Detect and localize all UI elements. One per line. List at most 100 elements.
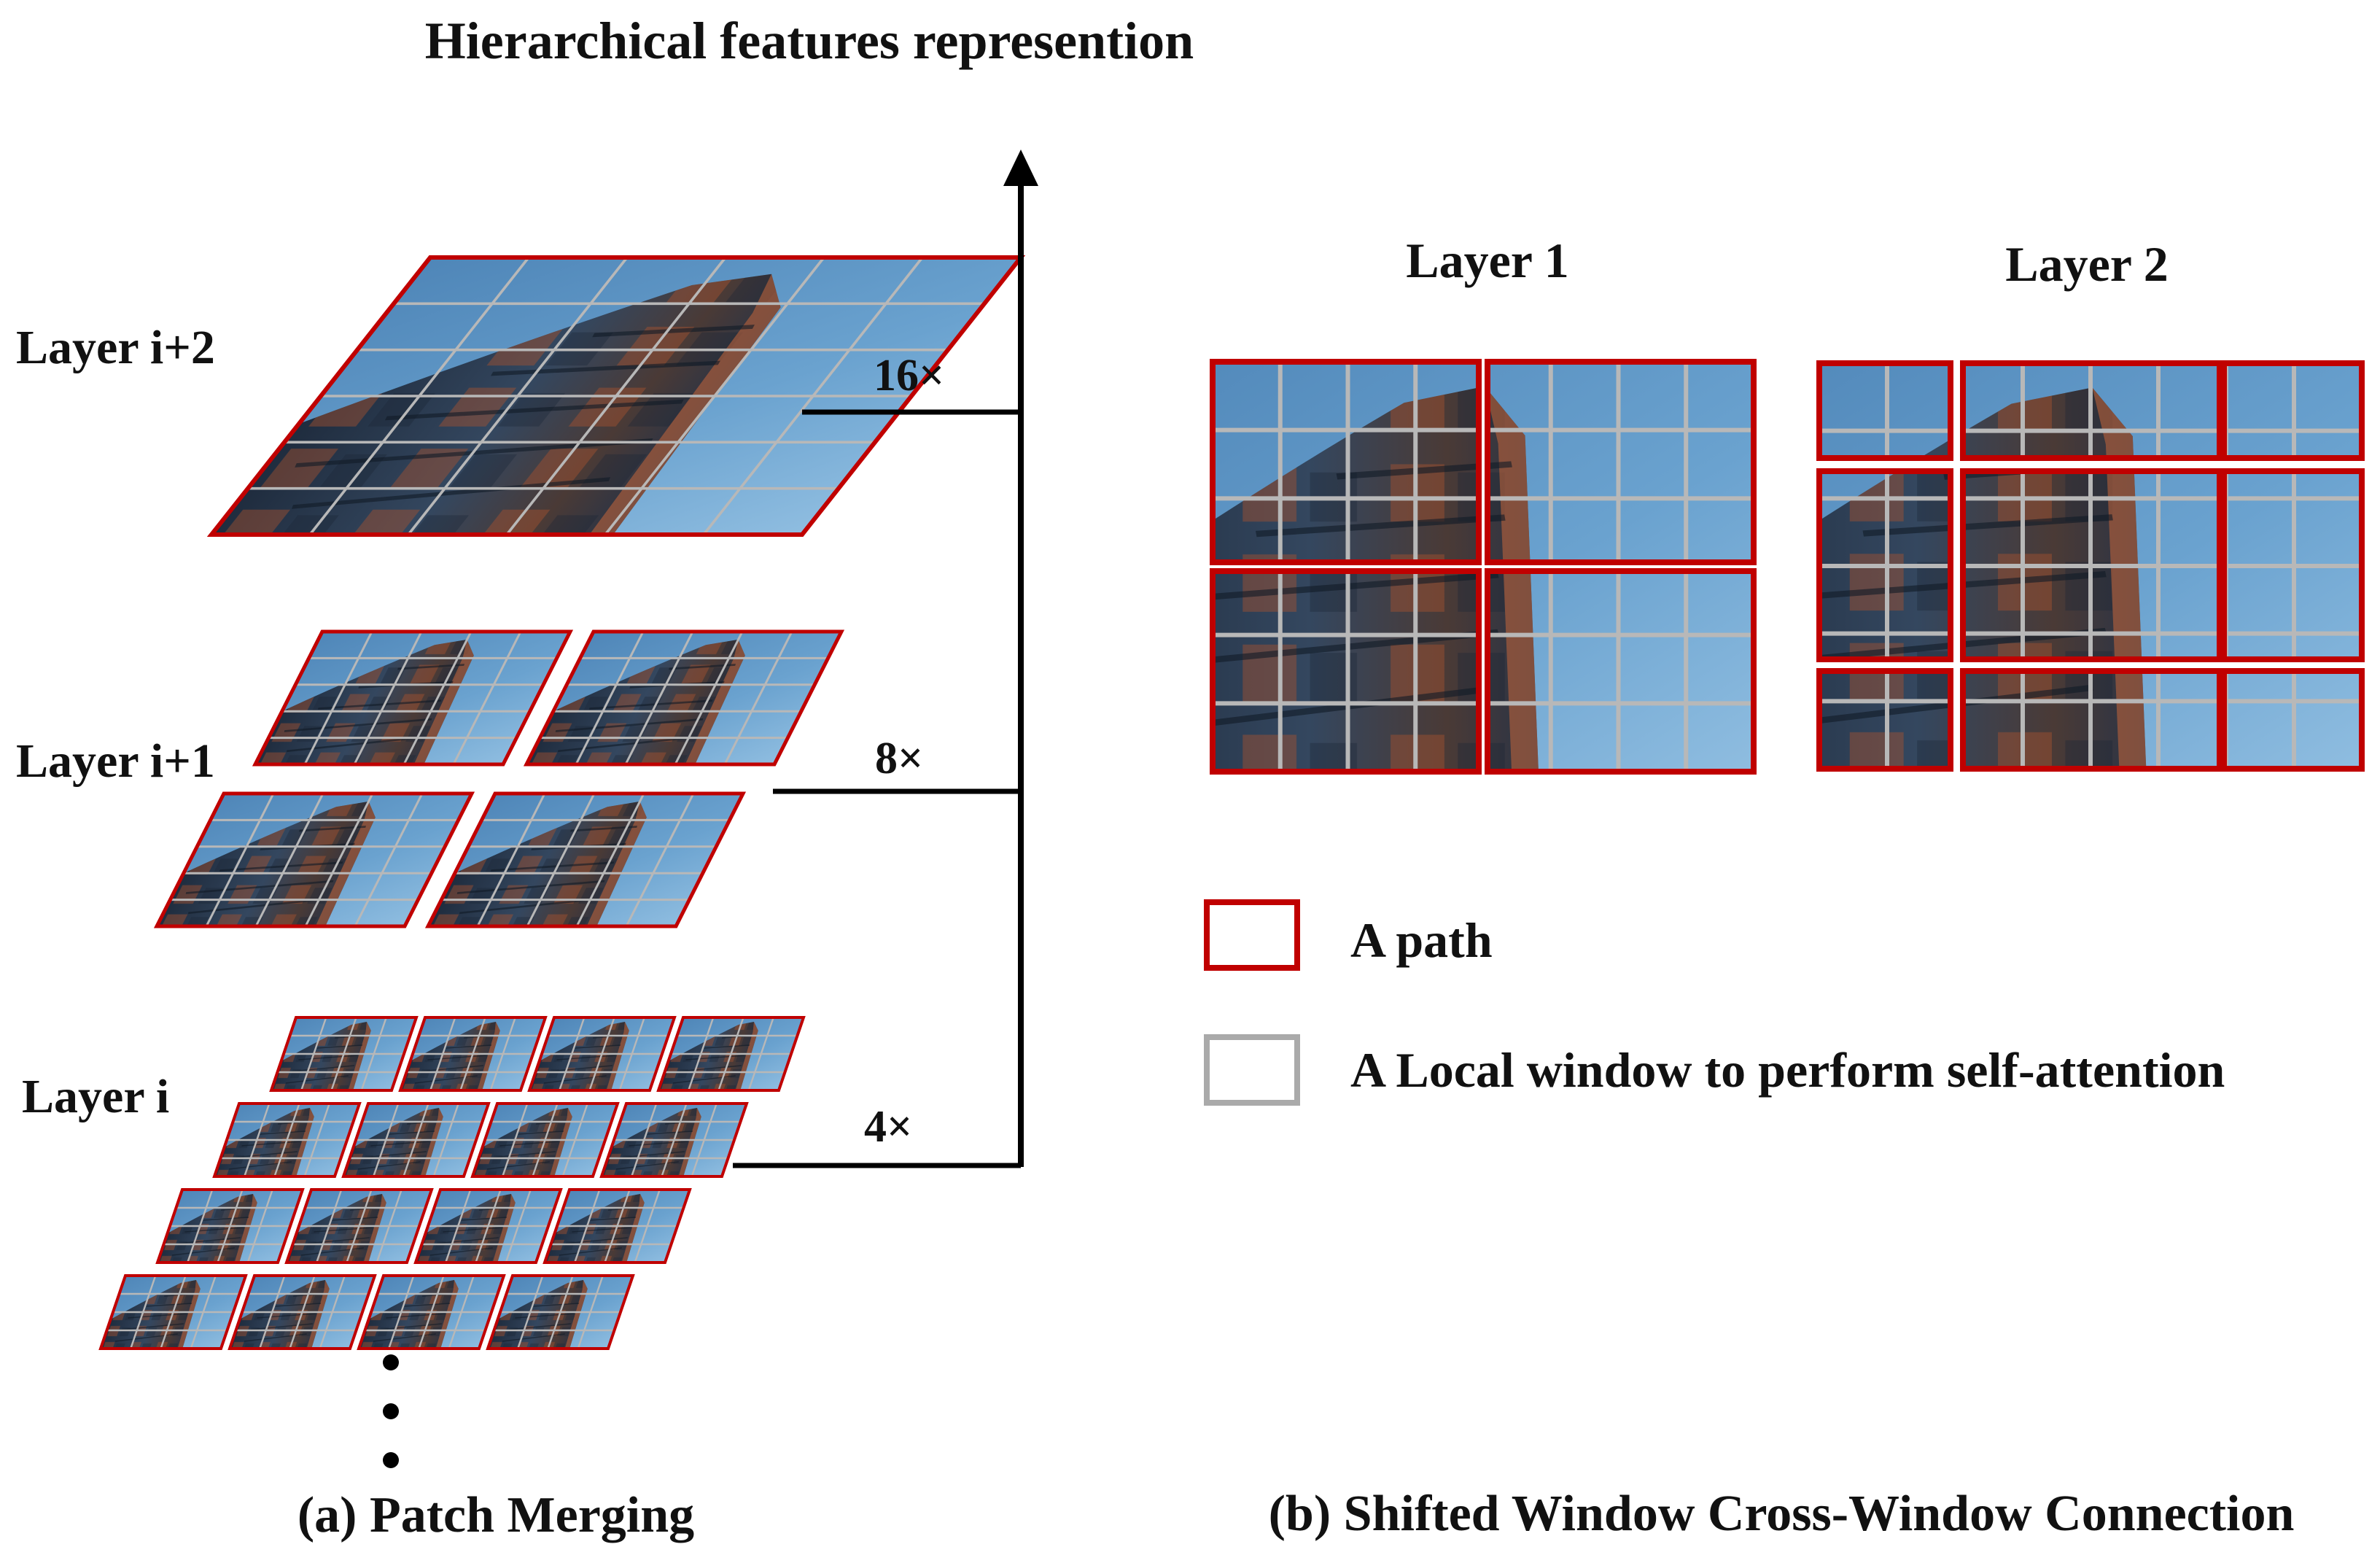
window-line [626, 632, 693, 764]
patch-border [2221, 360, 2365, 461]
image-patch [287, 1190, 432, 1263]
window-line [478, 794, 545, 926]
window-patch [1816, 468, 1953, 662]
window-line [320, 1276, 345, 1349]
window-patch [1960, 468, 2222, 662]
patch-border [101, 1276, 246, 1349]
scale-8x-label: 8× [875, 734, 923, 783]
window-line [191, 1276, 216, 1349]
panel-a-caption: (a) Patch Merging [298, 1487, 694, 1543]
layer-i-label: Layer i [22, 1070, 169, 1123]
image-patch [271, 1017, 416, 1090]
patch-border [271, 1017, 416, 1090]
patch-border [1816, 360, 1953, 461]
window-patch [2221, 468, 2365, 662]
image-patch [400, 1017, 545, 1090]
window-patch [1816, 668, 1953, 772]
image-patch [472, 1104, 618, 1176]
image-patch [359, 1276, 504, 1349]
image-patch [529, 1017, 674, 1090]
image-patch [658, 1017, 804, 1090]
patch-border [1816, 468, 1953, 662]
patch-border [472, 1104, 618, 1176]
continuation-dot [383, 1403, 399, 1419]
layer-i-plus-1-label: Layer i+1 [16, 734, 215, 788]
patch-border [1960, 360, 2222, 461]
patch-border [2221, 668, 2365, 772]
patch-border [1485, 359, 1757, 565]
window-line [675, 632, 742, 764]
window-line [362, 1017, 386, 1090]
legend-path-swatch [1204, 899, 1300, 971]
patch-border [602, 1104, 747, 1176]
image-patch [488, 1276, 633, 1349]
window-line [626, 794, 693, 926]
patch-border [157, 794, 472, 926]
patch-border [545, 1190, 690, 1263]
image-patch [211, 257, 1021, 535]
image-patch [214, 1104, 359, 1176]
window-line [404, 632, 471, 764]
patch-border [287, 1190, 432, 1263]
continuation-dot [383, 1452, 399, 1468]
figure-title: Hierarchical features represention [425, 12, 1194, 70]
image-patch [158, 1190, 303, 1263]
window-line [527, 794, 594, 926]
layer-2-label: Layer 2 [2005, 236, 2169, 292]
window-line [576, 632, 643, 764]
window-patch [1960, 360, 2222, 461]
image-patch [157, 794, 472, 926]
window-line [491, 1017, 516, 1090]
layer-1-label: Layer 1 [1406, 233, 1569, 288]
layer-i-plus-2-stack [211, 257, 1021, 535]
layer-1-window-grid [1210, 359, 1757, 775]
patch-border [428, 794, 743, 926]
patch-border [2221, 468, 2365, 662]
window-line [578, 1276, 603, 1349]
window-line [355, 794, 422, 926]
image-patch [343, 1104, 489, 1176]
image-patch [416, 1190, 561, 1263]
window-line [248, 1190, 273, 1263]
continuation-dot [383, 1354, 399, 1370]
window-line [749, 1017, 774, 1090]
window-line [449, 1276, 474, 1349]
patch-border [1816, 668, 1953, 772]
window-patch [1210, 568, 1482, 775]
patch-border [529, 1017, 674, 1090]
window-patch [1210, 359, 1482, 565]
patch-border [1960, 668, 2222, 772]
patch-border [1210, 568, 1482, 775]
window-line [256, 794, 323, 926]
window-line [206, 794, 273, 926]
window-line [377, 1190, 402, 1263]
patch-border [1960, 468, 2222, 662]
window-patch [2221, 668, 2365, 772]
legend-window-swatch [1204, 1034, 1300, 1106]
patch-border [158, 1190, 303, 1263]
legend-path-label: A path [1350, 912, 1493, 968]
window-line [305, 1104, 330, 1176]
patch-border [1210, 359, 1482, 565]
patch-border [658, 1017, 804, 1090]
patch-border [488, 1276, 633, 1349]
layer-i-stack [101, 1017, 804, 1349]
scale-16x-label: 16× [874, 351, 944, 400]
window-line [305, 632, 372, 764]
window-line [354, 632, 421, 764]
layer-2-shifted-window-grid [1816, 360, 2365, 772]
image-patch [101, 1276, 246, 1349]
image-patch [545, 1190, 690, 1263]
window-line [692, 1104, 717, 1176]
patch-border [214, 1104, 359, 1176]
window-patch [2221, 360, 2365, 461]
window-patch [1960, 668, 2222, 772]
patch-border [211, 257, 1021, 535]
patch-border [1485, 568, 1757, 775]
window-line [306, 794, 373, 926]
window-line [620, 1017, 645, 1090]
window-line [434, 1104, 459, 1176]
image-patch [255, 632, 570, 764]
image-patch [230, 1276, 375, 1349]
